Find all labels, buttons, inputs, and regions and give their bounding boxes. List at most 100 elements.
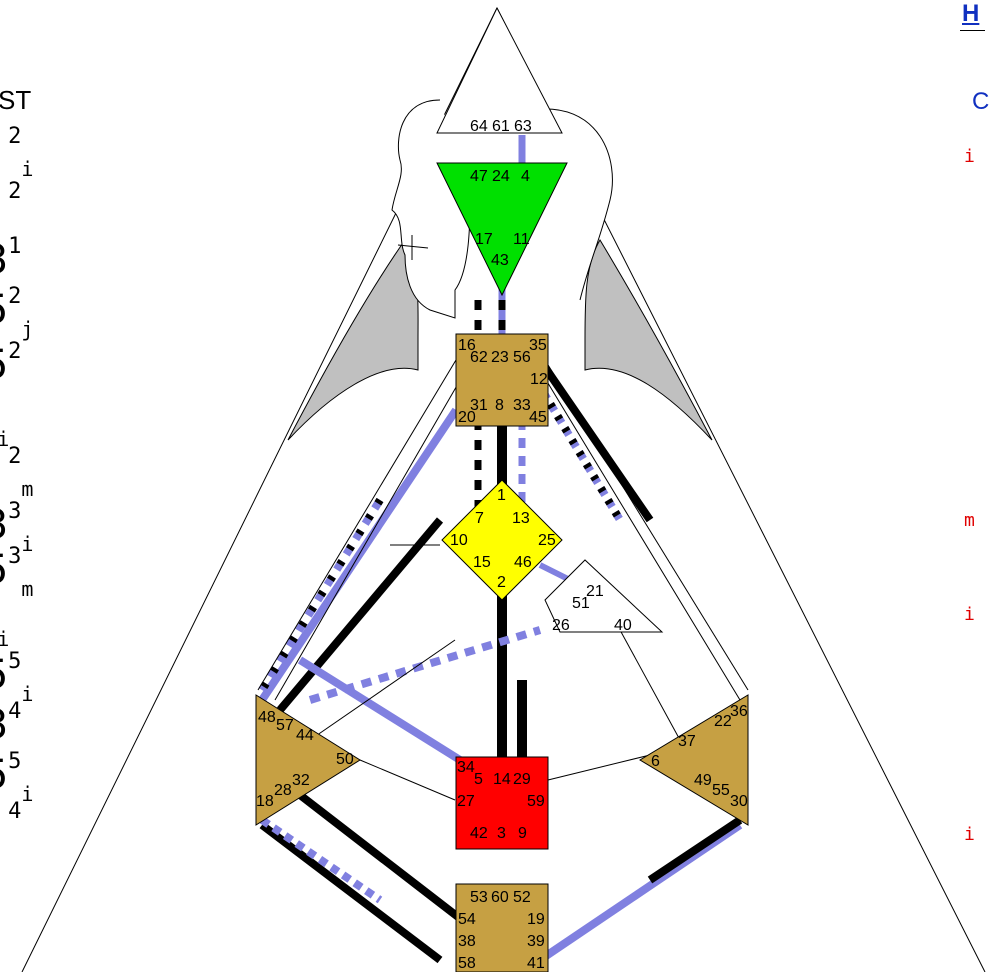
gate-62: 62: [470, 349, 488, 366]
gate-17: 17: [475, 231, 493, 248]
gate-30: 30: [730, 793, 748, 810]
gate-8: 8: [495, 397, 504, 414]
gate-61: 61: [492, 118, 510, 135]
left-row: )4: [0, 799, 22, 846]
left-row: )2m: [0, 444, 34, 501]
gate-7: 7: [475, 510, 484, 527]
gate-57: 57: [276, 717, 294, 734]
right-marker: m: [964, 510, 975, 531]
head-silhouette: [391, 99, 613, 319]
gate-12: 12: [530, 371, 548, 388]
silhouette-shade-right: [584, 239, 713, 441]
gate-55: 55: [712, 782, 730, 799]
gate-32: 32: [292, 772, 310, 789]
gate-24: 24: [492, 168, 510, 185]
silhouette-shade-left: [287, 239, 419, 441]
left-row: 53m: [0, 544, 34, 601]
left-row: 33i: [0, 499, 34, 556]
gate-9: 9: [518, 825, 527, 842]
gate-33: 33: [513, 397, 531, 414]
gate-43: 43: [491, 252, 509, 269]
gate-39: 39: [527, 933, 545, 950]
gate-6: 6: [651, 753, 660, 770]
gate-35: 35: [529, 337, 547, 354]
gate-64: 64: [470, 118, 488, 135]
left-row: 31: [0, 234, 22, 281]
gate-1: 1: [497, 487, 506, 504]
right-header-rule: [960, 30, 985, 31]
gate-44: 44: [296, 727, 314, 744]
gate-4: 4: [521, 168, 530, 185]
gate-29: 29: [513, 771, 531, 788]
head-center: [436, 6, 563, 134]
root-center: [455, 883, 549, 972]
gate-10: 10: [450, 532, 468, 549]
gate-49: 49: [694, 772, 712, 789]
gate-40: 40: [614, 617, 632, 634]
gate-28: 28: [274, 782, 292, 799]
gate-14: 14: [493, 771, 511, 788]
gate-3: 3: [497, 825, 506, 842]
gate-31: 31: [470, 397, 488, 414]
gate-20: 20: [458, 409, 476, 426]
left-row: 55i: [0, 749, 34, 806]
left-column-header: ST: [0, 85, 32, 115]
gate-19: 19: [527, 911, 545, 928]
left-row: 52j: [0, 284, 34, 341]
gate-37: 37: [678, 733, 696, 750]
gate-58: 58: [458, 955, 476, 972]
gate-51: 51: [572, 595, 590, 612]
heart-center: [544, 559, 664, 633]
gate-50: 50: [336, 751, 354, 768]
right-marker: i: [964, 824, 975, 845]
right-column-subheader: C: [972, 88, 989, 115]
channel-outlines: [257, 359, 749, 801]
left-row: 55i: [0, 649, 34, 706]
gate-41: 41: [527, 955, 545, 972]
throat-center: [455, 333, 549, 427]
gate-16: 16: [458, 337, 476, 354]
gate-22: 22: [714, 713, 732, 730]
gate-46: 46: [514, 554, 532, 571]
left-row: 52: [0, 339, 22, 386]
spleen-center: [255, 694, 361, 826]
g-center: [441, 479, 563, 601]
mouth-line: [397, 235, 429, 260]
gate-23: 23: [491, 349, 509, 366]
left-row: 6i: [0, 427, 10, 451]
gate-11: 11: [513, 231, 530, 248]
gate-18: 18: [256, 793, 274, 810]
gate-27: 27: [457, 793, 475, 810]
sacral-center: [455, 756, 549, 850]
gate-48: 48: [258, 709, 276, 726]
gate-60: 60: [491, 889, 509, 906]
left-row: )2: [0, 179, 22, 226]
gate-59: 59: [527, 793, 545, 810]
gate-52: 52: [513, 889, 531, 906]
gate-54: 54: [458, 911, 476, 928]
solar-plexus-center: [639, 694, 749, 826]
gate-47: 47: [470, 168, 488, 185]
gate-15: 15: [473, 554, 491, 571]
gate-26: 26: [552, 617, 570, 634]
gate-5: 5: [474, 771, 483, 788]
gate-25: 25: [538, 532, 556, 549]
gate-34: 34: [457, 759, 475, 776]
right-marker: i: [964, 146, 975, 167]
gate-36: 36: [730, 703, 748, 720]
gate-42: 42: [470, 825, 488, 842]
left-row: )2i: [0, 124, 34, 181]
gate-38: 38: [458, 933, 476, 950]
left-row: 1i: [0, 627, 10, 651]
gate-63: 63: [514, 118, 532, 135]
gate-45: 45: [529, 409, 547, 426]
right-column: H C i m i i: [950, 0, 989, 972]
gate-2: 2: [497, 574, 506, 591]
gate-21: 21: [586, 583, 604, 600]
gate-labels: 64 61 63 47 24 4 17 11 43 16 62 23 56 35…: [256, 118, 748, 972]
gate-53: 53: [470, 889, 488, 906]
right-column-header[interactable]: H: [962, 0, 980, 27]
right-marker: i: [964, 604, 975, 625]
gate-56: 56: [513, 349, 531, 366]
